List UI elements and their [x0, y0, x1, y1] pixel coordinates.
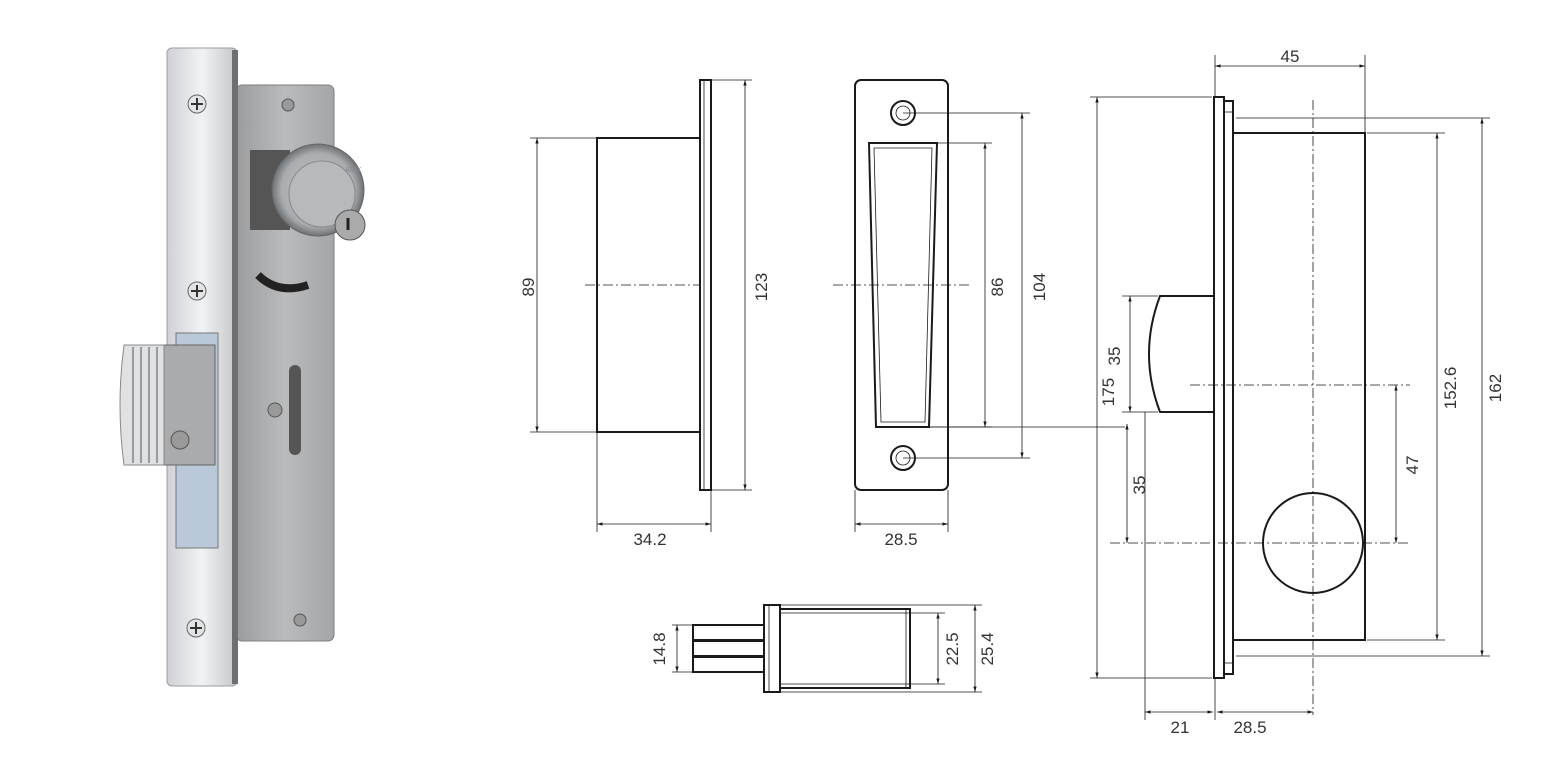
faceplate-edge	[232, 50, 238, 684]
dim-bolt-height: 35	[1105, 347, 1124, 366]
dim-strike-width: 28.5	[884, 530, 917, 549]
deadbolt	[119, 344, 216, 466]
dim-depth: 34.2	[633, 530, 666, 549]
dim-body-width: 22.5	[943, 632, 962, 665]
dim-backset: 28.5	[1233, 718, 1266, 737]
dim-faceplate-width: 25.4	[978, 632, 997, 665]
key-cylinder: ARIX	[250, 143, 366, 293]
dim-bolt-width: 14.8	[650, 632, 669, 665]
dim-faceplate-height: 123	[752, 273, 771, 301]
dim-hole-spacing: 104	[1030, 273, 1049, 301]
keyhole-slot	[289, 365, 301, 455]
dim-case-depth: 45	[1281, 47, 1300, 66]
dim-case-height: 152.6	[1441, 367, 1460, 410]
product-photo: ARIX	[119, 47, 366, 687]
cylinder-brand-mark: ARIX	[345, 167, 362, 174]
strike-plate-view: 86 104 28.5	[833, 79, 1125, 549]
dim-bolt-throw: 21	[1171, 718, 1190, 737]
dim-opening-height: 86	[988, 278, 1007, 297]
side-view: 89 123 34.2	[519, 79, 771, 549]
dim-center-distance: 47	[1403, 456, 1422, 475]
dim-bolt-to-cylinder: 35	[1130, 476, 1149, 495]
dim-body-height: 89	[519, 278, 538, 297]
front-view: 45 175 35 35 47 152.6 162 21 28.5	[1090, 47, 1505, 737]
screw-icon	[186, 94, 307, 638]
bottom-view: 14.8 22.5 25.4	[650, 604, 997, 693]
dim-screw-spacing: 162	[1486, 374, 1505, 402]
dim-faceplate-height-front: 175	[1099, 378, 1118, 406]
